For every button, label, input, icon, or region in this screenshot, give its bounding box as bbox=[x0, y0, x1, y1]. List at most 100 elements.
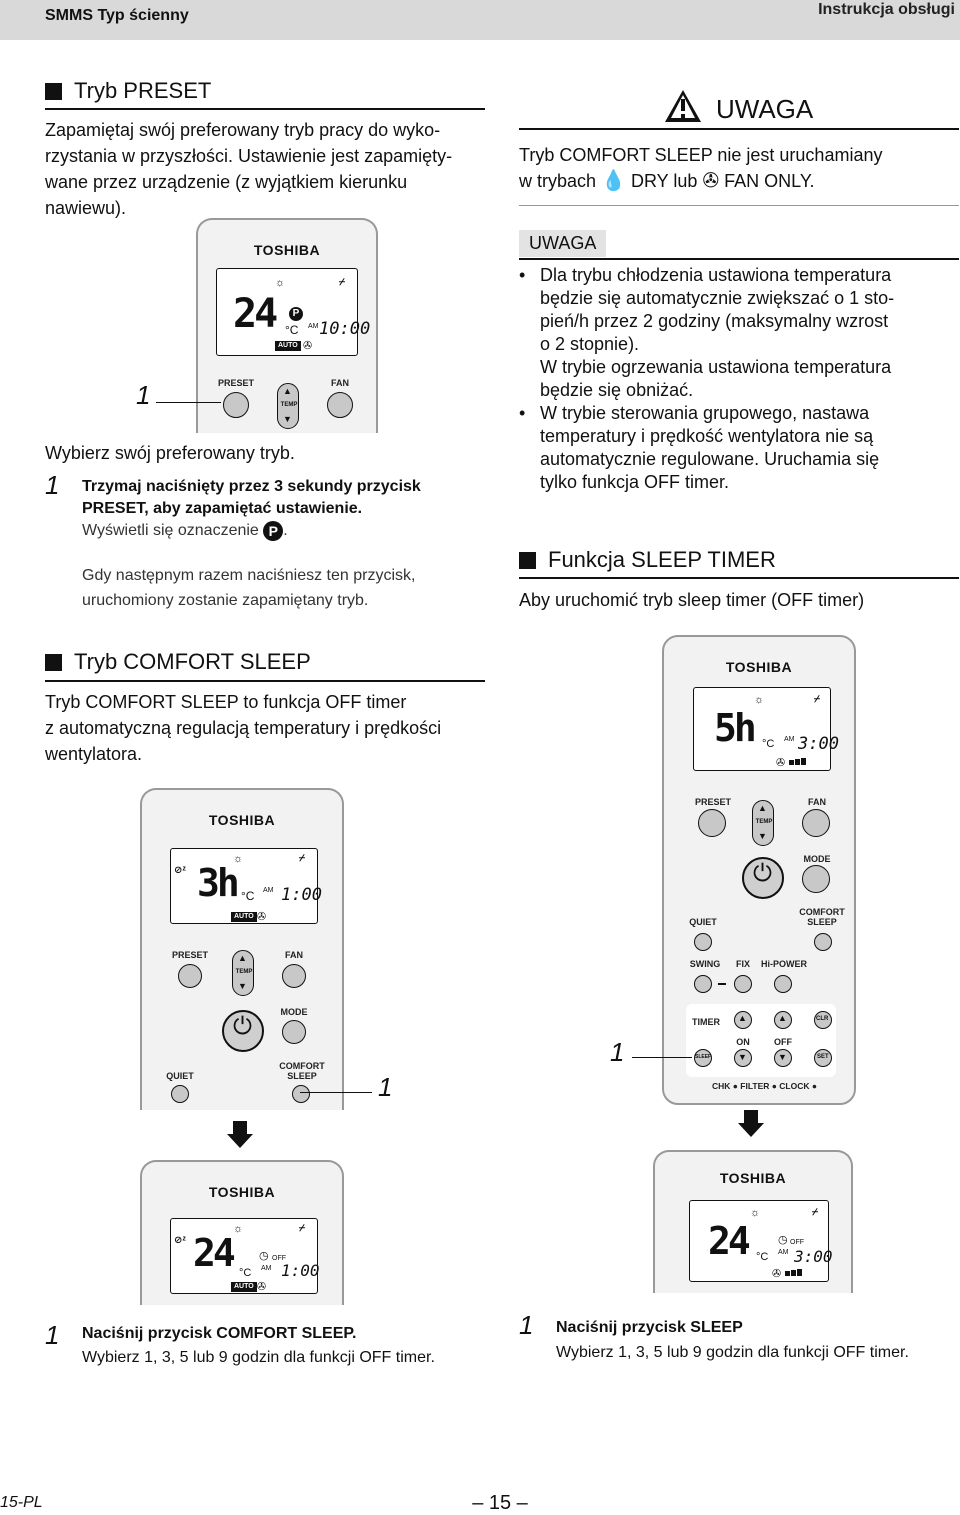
heading-square-icon bbox=[45, 653, 62, 671]
preset-button[interactable] bbox=[223, 392, 249, 418]
fan-icon: ✇ bbox=[257, 1281, 267, 1293]
power-icon: ⏻ bbox=[753, 860, 772, 887]
fix-button[interactable] bbox=[734, 975, 752, 993]
arrow-up-icon: ▲ bbox=[238, 953, 247, 963]
callout-line bbox=[156, 402, 221, 403]
mode-button[interactable] bbox=[282, 1020, 306, 1044]
step-number: 1 bbox=[45, 470, 60, 500]
timer-on-down-button[interactable]: ▼ bbox=[734, 1049, 752, 1067]
comfort-sleep-button[interactable] bbox=[814, 933, 832, 951]
preset-p-icon: P bbox=[289, 307, 303, 321]
arrow-up-icon: ▲ bbox=[758, 803, 767, 813]
comfort-sleep-button[interactable] bbox=[292, 1085, 310, 1103]
clr-button[interactable]: CLR bbox=[814, 1011, 832, 1029]
sleep-button[interactable]: SLEEP bbox=[694, 1049, 712, 1067]
dry-icon: 💧 bbox=[601, 170, 626, 192]
comfort-sleep-icon: ⊘ᶻ bbox=[174, 1235, 186, 1246]
note-rule bbox=[519, 258, 959, 260]
callout-number: 1 bbox=[610, 1037, 625, 1067]
remote-comfort-after: TOSHIBA ⊘ᶻ ☼ ⌿ 24 °C ◷ OFF AM 1:00 AUTO … bbox=[140, 1160, 344, 1305]
set-button[interactable]: SET bbox=[814, 1049, 832, 1067]
louver-icon: ⌿ bbox=[339, 277, 345, 288]
page-header: SMMS Typ ścienny Instrukcja obsługi bbox=[0, 0, 960, 40]
louver-icon: ⌿ bbox=[812, 1207, 818, 1218]
sun-icon: ☼ bbox=[233, 1223, 244, 1235]
remote-comfort: TOSHIBA ⊘ᶻ ☼ ⌿ 3h °C AM 1:00 AUTO ✇ PRES… bbox=[140, 788, 344, 1110]
sleep-timer-step: Naciśnij przycisk SLEEP Wybierz 1, 3, 5 … bbox=[556, 1319, 909, 1361]
lcd-display: ⊘ᶻ ☼ ⌿ 24 °C ◷ OFF AM 1:00 AUTO ✇ bbox=[170, 1218, 320, 1294]
timer-on-up-button[interactable]: ▲ bbox=[734, 1011, 752, 1029]
step-number: 1 bbox=[519, 1310, 534, 1340]
sleep-timer-heading: Funkcja SLEEP TIMER bbox=[519, 547, 776, 573]
hi-power-button[interactable] bbox=[774, 975, 792, 993]
comfort-heading: Tryb COMFORT SLEEP bbox=[45, 649, 311, 675]
down-arrow-icon bbox=[738, 1123, 764, 1137]
temp-rocker[interactable]: ▲ TEMP ▼ bbox=[277, 383, 299, 429]
power-icon: ⏻ bbox=[233, 1013, 252, 1040]
sleep-timer-intro: Aby uruchomić tryb sleep timer (OFF time… bbox=[519, 590, 865, 610]
preset-step-next: Gdy następnym razem naciśniesz ten przyc… bbox=[82, 567, 416, 609]
sun-icon: ☼ bbox=[233, 853, 244, 865]
note-bullet-dot: • bbox=[519, 265, 526, 285]
timer-off-up-button[interactable]: ▲ bbox=[774, 1011, 792, 1029]
mode-button[interactable] bbox=[802, 865, 830, 893]
callout-number: 1 bbox=[378, 1072, 393, 1102]
clock-icon: ◷ bbox=[259, 1250, 269, 1262]
arrow-down-icon: ▼ bbox=[283, 414, 292, 424]
sun-icon: ☼ bbox=[754, 694, 765, 706]
page-number: – 15 – bbox=[472, 1492, 528, 1514]
callout-number: 1 bbox=[136, 380, 151, 410]
power-button[interactable]: ⏻ bbox=[742, 857, 784, 899]
uwaga-title: UWAGA bbox=[519, 90, 959, 125]
divider bbox=[519, 205, 959, 206]
timer-panel bbox=[686, 1004, 836, 1077]
preset-button[interactable] bbox=[698, 809, 726, 837]
preset-p-badge-icon: P bbox=[263, 520, 284, 541]
heading-square-icon bbox=[519, 551, 536, 569]
lcd-display: ☼ ⌿ 24 °C ◷ OFF AM 3:00 ✇ bbox=[689, 1200, 833, 1282]
fan-icon: ✇ bbox=[776, 757, 786, 769]
comfort-step: Naciśnij przycisk COMFORT SLEEP. Wybierz… bbox=[82, 1325, 435, 1366]
timer-off-down-button[interactable]: ▼ bbox=[774, 1049, 792, 1067]
remote-preset: TOSHIBA ☼ ⌿ 24 P °C AM 10:00 AUTO ✇ PRES… bbox=[196, 218, 378, 433]
brand-logo: TOSHIBA bbox=[253, 242, 321, 258]
sleep-timer-rule bbox=[519, 577, 959, 579]
fan-icon: ✇ bbox=[772, 1268, 782, 1280]
note-label: UWAGA bbox=[519, 230, 607, 257]
heading-square-icon bbox=[45, 82, 62, 100]
preset-button[interactable] bbox=[178, 964, 202, 988]
power-button[interactable]: ⏻ bbox=[222, 1010, 264, 1052]
louver-icon: ⌿ bbox=[299, 1223, 305, 1234]
fan-only-icon: ✇ bbox=[702, 170, 720, 192]
quiet-button[interactable] bbox=[171, 1085, 189, 1103]
clock-icon: ◷ bbox=[778, 1234, 788, 1246]
warning-icon bbox=[664, 90, 701, 122]
comfort-rule bbox=[45, 680, 485, 682]
swing-button[interactable] bbox=[694, 975, 712, 993]
down-arrow-icon bbox=[227, 1134, 253, 1148]
sun-icon: ☼ bbox=[750, 1207, 761, 1219]
quiet-button[interactable] bbox=[694, 933, 712, 951]
fan-button[interactable] bbox=[327, 392, 353, 418]
temp-rocker[interactable]: ▲ TEMP ▼ bbox=[752, 800, 774, 846]
fan-icon: ✇ bbox=[257, 911, 267, 923]
lcd-display: ⊘ᶻ ☼ ⌿ 3h °C AM 1:00 AUTO ✇ bbox=[170, 848, 322, 924]
note-bullet-1: Dla trybu chłodzenia ustawiona temperatu… bbox=[540, 265, 895, 400]
down-arrow-stem bbox=[744, 1110, 758, 1124]
louver-icon: ⌿ bbox=[299, 853, 305, 864]
comfort-sleep-icon: ⊘ᶻ bbox=[174, 865, 186, 876]
uwaga-rule bbox=[519, 128, 959, 130]
temp-rocker[interactable]: ▲ TEMP ▼ bbox=[232, 950, 254, 996]
header-right: Instrukcja obsługi bbox=[818, 1, 955, 18]
preset-step: Trzymaj naciśnięty przez 3 sekundy przyc… bbox=[82, 478, 421, 541]
lcd-display: ☼ ⌿ 24 P °C AM 10:00 AUTO ✇ bbox=[216, 268, 370, 356]
uwaga-text: Tryb COMFORT SLEEP nie jest uruchamiany … bbox=[519, 145, 883, 192]
fan-icon: ✇ bbox=[303, 340, 313, 352]
header-left: SMMS Typ ścienny bbox=[45, 7, 189, 24]
preset-choose: Wybierz swój preferowany tryb. bbox=[45, 443, 295, 463]
comfort-intro: Tryb COMFORT SLEEP to funkcja OFF timer … bbox=[45, 692, 442, 764]
fan-button[interactable] bbox=[282, 964, 306, 988]
chk-filter-clock-row: CHK ● FILTER ● CLOCK ● bbox=[712, 1081, 817, 1091]
remote-sleep-after: TOSHIBA ☼ ⌿ 24 °C ◷ OFF AM 3:00 ✇ bbox=[653, 1150, 853, 1293]
fan-button[interactable] bbox=[802, 809, 830, 837]
